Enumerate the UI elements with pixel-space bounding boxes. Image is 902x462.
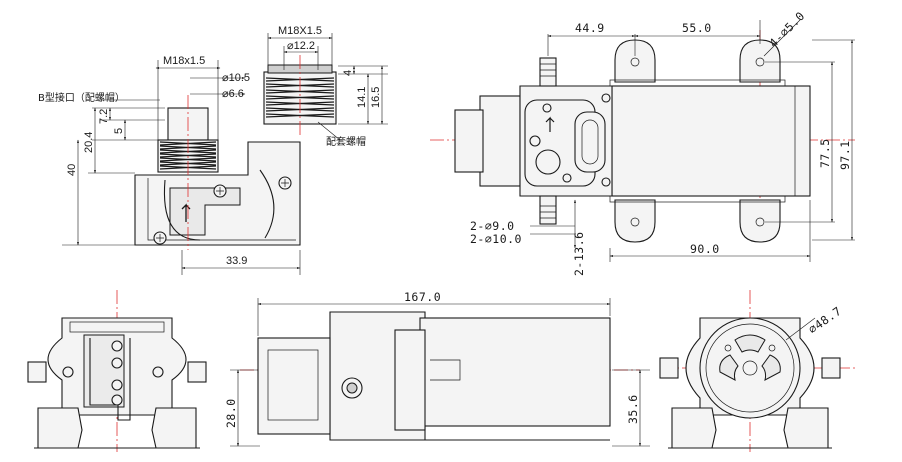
dim-13-6: 2-13.6 (572, 231, 586, 276)
end-view-left (27, 290, 207, 452)
dim-nut-thread: M18X1.5 (278, 25, 322, 37)
screw-icon (152, 366, 164, 378)
dim-h-5: 5 (113, 128, 125, 134)
dim-h-35-6: 35.6 (626, 394, 640, 424)
mating-nut (263, 55, 337, 135)
screw-icon (562, 173, 572, 183)
top-view-right: 44.9 55.0 4-⌀5.0 77.5 97.1 90.0 2-⌀9.0 2… (430, 9, 855, 276)
dim-h-28: 28.0 (224, 398, 238, 428)
inlet-port (341, 377, 363, 399)
dim-nut-4: 4 (342, 70, 354, 76)
b-type-fitting (157, 95, 219, 250)
outlet-port (539, 195, 557, 225)
dim-fitting-od: ⌀10.5 (222, 72, 250, 84)
dim-77-5: 77.5 (818, 138, 832, 168)
screw-icon (213, 184, 227, 198)
nut-label: 配套螺帽 (326, 135, 366, 148)
dim-nut-id: ⌀12.2 (287, 40, 315, 52)
screw-icon (111, 340, 123, 352)
mounting-foot (609, 39, 786, 243)
screw-icon (111, 357, 123, 369)
screw-icon (153, 231, 167, 245)
side-view-bottom: 167.0 28.0 35.6 (224, 290, 650, 447)
dim-w-33-9: 33.9 (226, 255, 247, 267)
screw-icon (111, 394, 123, 406)
screw-icon (601, 93, 611, 103)
flow-arrow-icon (545, 116, 555, 132)
dim-97-1: 97.1 (838, 140, 852, 170)
side-view-top-left: B型接口（配螺帽） 配套螺帽 M18x1.5 ⌀10.5 ⌀6.6 M18X1.… (38, 25, 388, 275)
dim-nut-14-1: 14.1 (356, 87, 368, 108)
screw-icon (278, 176, 292, 190)
dim-diam-48-7: ⌀48.7 (806, 304, 844, 337)
fitting-label: B型接口（配螺帽） (38, 91, 125, 104)
screw-icon (62, 366, 74, 378)
dim-h-20-4: 20.4 (83, 132, 95, 153)
screw-icon (542, 103, 552, 113)
inlet-port (539, 57, 557, 87)
dim-90-0: 90.0 (690, 242, 720, 256)
dim-fitting-id: ⌀6.6 (222, 88, 244, 100)
screw-icon (111, 379, 123, 391)
screw-icon (601, 177, 611, 187)
dim-nut-16-5: 16.5 (370, 87, 382, 108)
dim-holes: 4-⌀5.0 (766, 9, 807, 50)
dim-fitting-thread: M18x1.5 (163, 55, 205, 67)
dim-port-9: 2-⌀9.0 (470, 219, 515, 233)
dim-port-10: 2-⌀10.0 (470, 232, 522, 246)
dim-55-0: 55.0 (682, 21, 712, 35)
dim-44-9: 44.9 (575, 21, 605, 35)
dim-167: 167.0 (404, 290, 441, 304)
dim-h-40: 40 (66, 164, 78, 176)
dim-h-7-2: 7.2 (98, 109, 110, 124)
end-view-right: ⌀48.7 (659, 290, 855, 452)
